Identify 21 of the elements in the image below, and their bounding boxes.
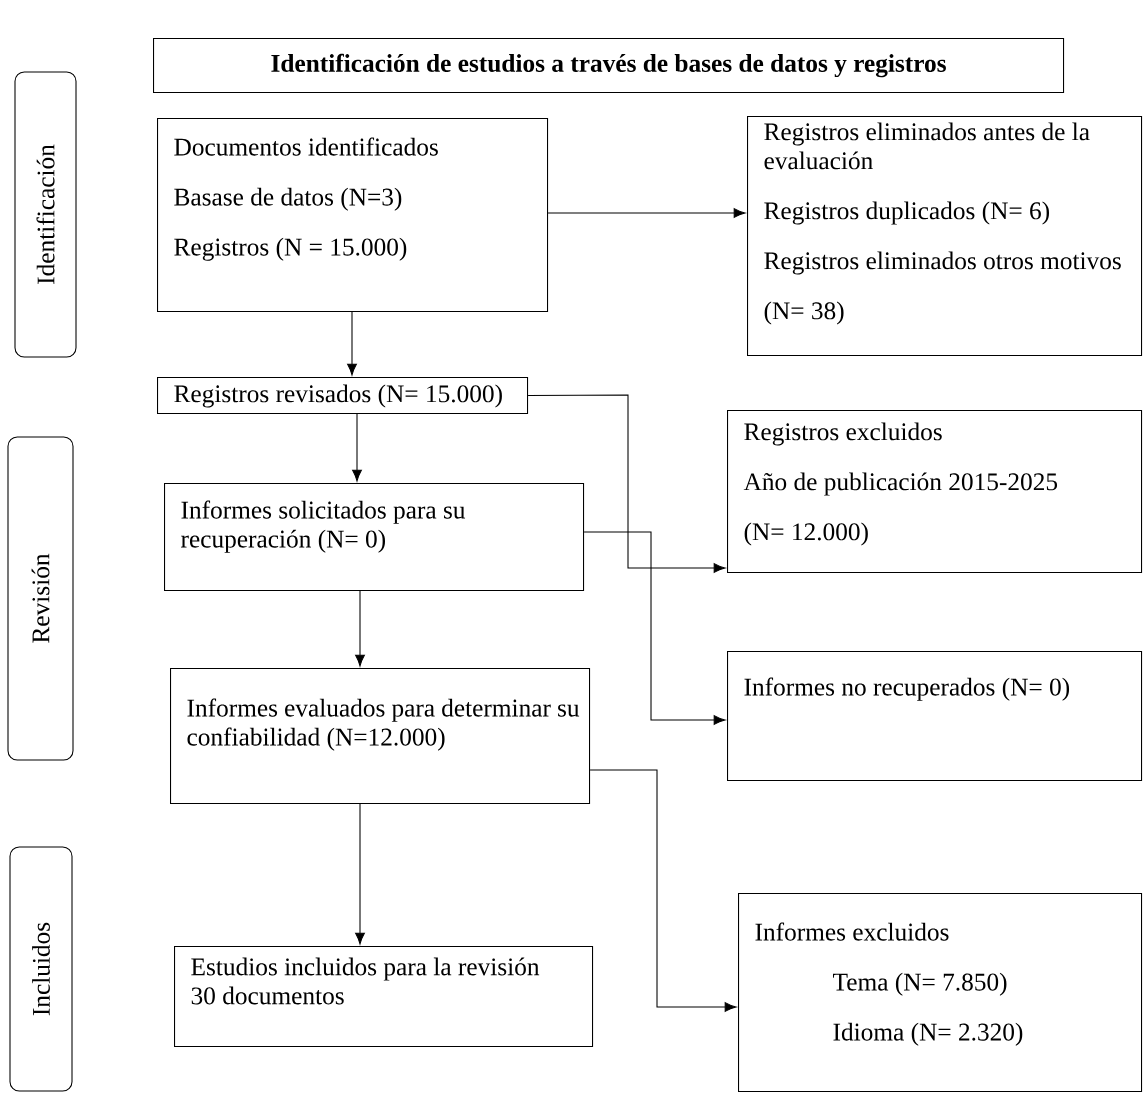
process-box: Registros excluidos Año de publicación 2015-2025 (N= 12.000) (727, 410, 1143, 574)
process-box: Registros revisados (N= 15.000) (157, 377, 529, 415)
arrow (352, 413, 362, 482)
process-box: Informes no recuperados (N= 0) (727, 651, 1143, 782)
arrow (583, 531, 726, 725)
arrow (355, 803, 365, 945)
process-box: Informes evaluados para determinar su confiabilidad (N=12.000) (170, 668, 591, 805)
process-box: Documentos identificados Basase de datos (N=3) Registros (N = 15.000) (157, 118, 549, 313)
arrow (527, 394, 726, 573)
arrow (589, 769, 737, 1012)
stage-label: Revisión (7, 436, 74, 761)
process-box: Estudios incluidos para la revisión 30 documentos (174, 946, 594, 1048)
arrow (547, 208, 746, 218)
process-box: Informes excluidos Tema (N= 7.850) Idioma (N= 2.320) (738, 893, 1143, 1093)
title-box: Identificación de estudios a través de bases de datos y registros (153, 38, 1065, 94)
stage-label: Identificación (14, 71, 77, 358)
stage-label: Incluidos (9, 846, 73, 1092)
process-box: Registros eliminados antes de la evaluación Registros duplicados (N= 6) Registros eliminados otros motivos (N= 38) (747, 116, 1143, 357)
arrow (347, 311, 357, 376)
process-box: Informes solicitados para su recuperación (N= 0) (164, 483, 585, 592)
arrow (355, 590, 365, 667)
